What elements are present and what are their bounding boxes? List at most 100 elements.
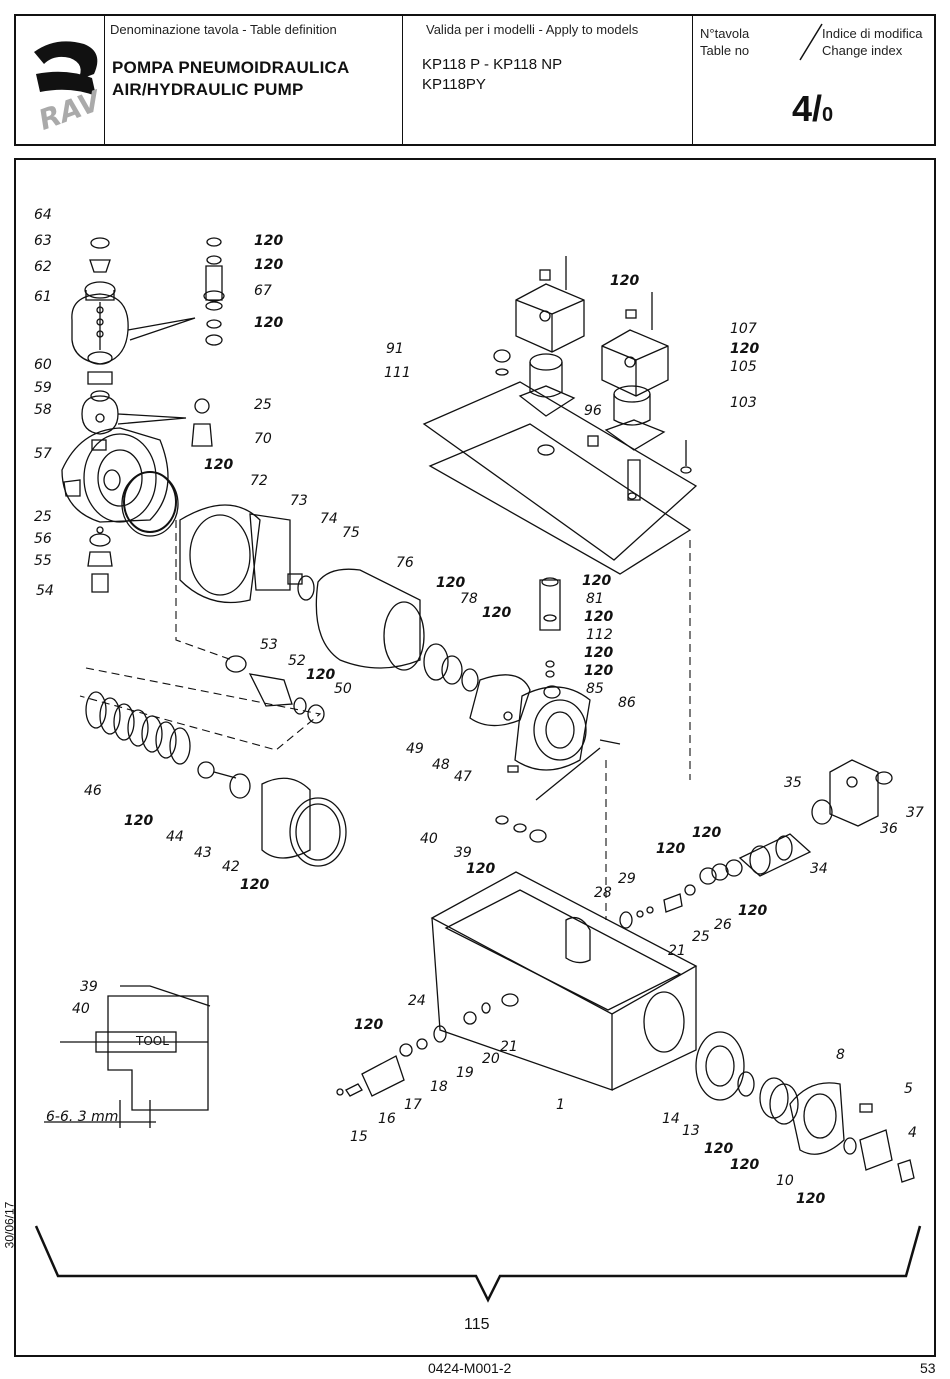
part-label: 120 — [704, 1141, 734, 1157]
part-label: 24 — [408, 993, 426, 1009]
part-label: 44 — [166, 829, 184, 845]
part-label: 37 — [906, 805, 924, 821]
part-label: 96 — [584, 403, 602, 419]
part-label: 56 — [34, 531, 52, 547]
part-label: 26 — [714, 917, 732, 933]
part-label: 14 — [662, 1111, 680, 1127]
part-label: 120 — [482, 605, 512, 621]
part-label: 120 — [584, 645, 614, 661]
models-line-1: KP118 P - KP118 NP — [422, 56, 563, 73]
part-label: 48 — [432, 757, 450, 773]
definition-label: Denominazione tavola - Table definition — [110, 22, 337, 37]
part-label: 120 — [466, 861, 496, 877]
part-label: 39 — [80, 979, 98, 995]
part-label: 120 — [738, 903, 768, 919]
part-label: 120 — [254, 233, 284, 249]
part-label: 40 — [420, 831, 438, 847]
group-number: 115 — [464, 1316, 490, 1333]
page-number: 53 — [920, 1360, 936, 1376]
part-label: 21 — [500, 1039, 518, 1055]
part-label: 120 — [730, 1157, 760, 1173]
part-label: 15 — [350, 1129, 368, 1145]
right-side-parts — [619, 759, 915, 1183]
title-italian: POMPA PNEUMOIDRAULICA — [112, 58, 350, 77]
part-label: 120 — [254, 315, 284, 331]
part-label: 60 — [34, 357, 52, 373]
air-motor-group — [85, 471, 531, 867]
part-label: 75 — [342, 525, 360, 541]
part-label: 19 — [456, 1065, 474, 1081]
part-label: 13 — [682, 1123, 700, 1139]
divider — [692, 16, 693, 144]
part-label: 112 — [586, 627, 613, 643]
part-label: 5 — [904, 1081, 913, 1097]
part-label: 81 — [586, 591, 604, 607]
tool-label: TOOL — [136, 1034, 169, 1048]
part-label: 54 — [36, 583, 54, 599]
part-label: 120 — [124, 813, 154, 829]
part-label: 67 — [254, 283, 272, 299]
part-label: 34 — [810, 861, 828, 877]
part-label: 70 — [254, 431, 272, 447]
part-label: 120 — [584, 609, 614, 625]
part-label: 40 — [72, 1001, 90, 1017]
slash-divider — [799, 23, 823, 61]
part-label: 35 — [784, 775, 802, 791]
top-valve-blocks — [422, 256, 698, 575]
part-label: 62 — [34, 259, 52, 275]
pump-housing — [430, 871, 698, 1091]
part-label: 120 — [306, 667, 336, 683]
models-line-2: KP118PY — [422, 76, 486, 93]
divider — [104, 16, 105, 144]
part-label: 59 — [34, 380, 52, 396]
part-label: 120 — [584, 663, 614, 679]
part-label: 28 — [594, 885, 612, 901]
part-label: 21 — [668, 943, 686, 959]
part-label: 91 — [386, 341, 404, 357]
part-label: 64 — [34, 207, 52, 223]
part-label: 25 — [692, 929, 710, 945]
lower-small-parts — [336, 1002, 491, 1097]
models-label: Valida per i modelli - Apply to models — [426, 22, 639, 37]
logo: RAV — [26, 34, 106, 137]
part-label: 73 — [290, 493, 308, 509]
part-label: 52 — [288, 653, 306, 669]
table-no-label-en: Table no — [700, 43, 750, 58]
part-label: 120 — [240, 877, 270, 893]
part-label: 4 — [908, 1125, 917, 1141]
change-index-label-it: Indice di modifica — [822, 26, 923, 41]
part-label: 17 — [404, 1097, 422, 1113]
part-label: 103 — [730, 395, 757, 411]
part-label: 120 — [692, 825, 722, 841]
part-label: 57 — [34, 446, 52, 462]
title-block: RAV Denominazione tavola - Table definit… — [14, 14, 936, 146]
part-label: 42 — [222, 859, 240, 875]
part-label: 63 — [34, 233, 52, 249]
part-label: 46 — [84, 783, 102, 799]
rav-logo-icon — [34, 41, 98, 96]
pump-head — [495, 577, 621, 843]
table-number: 4/0 — [792, 88, 833, 130]
part-label: 1 — [556, 1097, 565, 1113]
part-label: 18 — [430, 1079, 448, 1095]
part-label: 8 — [836, 1047, 845, 1063]
part-label: 55 — [34, 553, 52, 569]
part-label: 86 — [618, 695, 636, 711]
date-stamp: 30/06/17 — [2, 1201, 17, 1249]
part-label: 53 — [260, 637, 278, 653]
part-label: 120 — [354, 1017, 384, 1033]
part-label: 49 — [406, 741, 424, 757]
part-label: 29 — [618, 871, 636, 887]
part-label: 120 — [610, 273, 640, 289]
part-label: 47 — [454, 769, 472, 785]
part-label: 36 — [880, 821, 898, 837]
part-label: 120 — [730, 341, 760, 357]
part-label: 78 — [460, 591, 478, 607]
part-label: 25 — [254, 397, 272, 413]
part-label: 105 — [730, 359, 757, 375]
document-code: 0424-M001-2 — [428, 1360, 512, 1376]
part-label: 25 — [34, 509, 52, 525]
part-label: 120 — [254, 257, 284, 273]
drawing-frame — [14, 158, 936, 1357]
